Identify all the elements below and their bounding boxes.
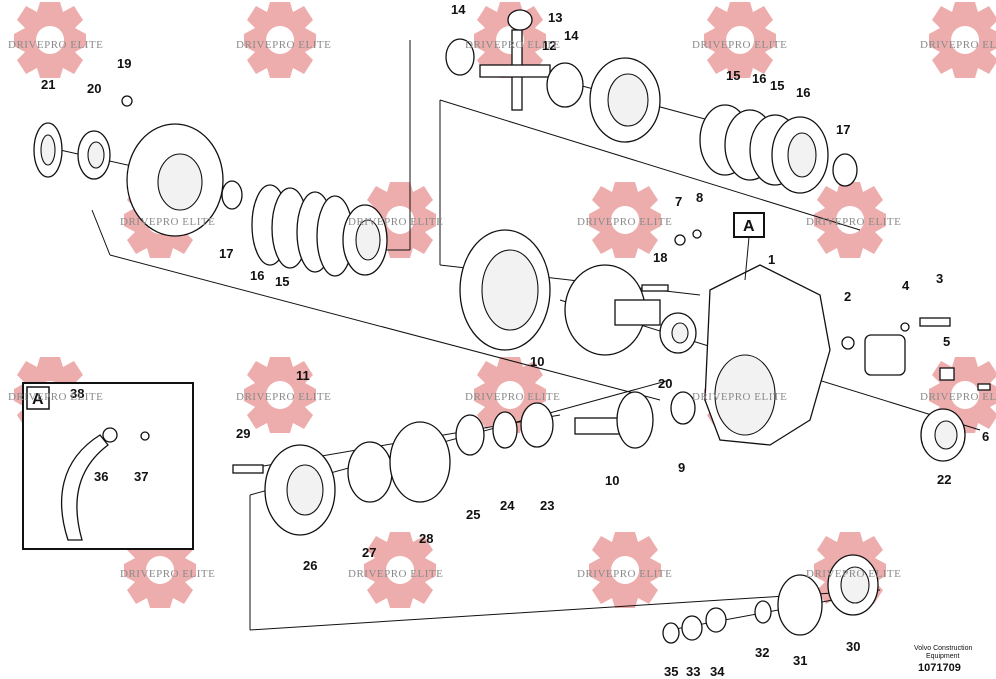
watermark-text: DRIVEPRO ELITE (465, 39, 560, 51)
callout-label: 31 (793, 653, 807, 668)
hub-bearing-group (33, 95, 388, 277)
callout-label: 38 (70, 386, 84, 401)
callout-label: 28 (419, 531, 433, 546)
callout-label: 21 (41, 77, 55, 92)
callout-label: 32 (755, 645, 769, 660)
callout-label: 20 (87, 81, 101, 96)
watermark-text: DRIVEPRO ELITE (348, 568, 443, 580)
watermark-text: DRIVEPRO ELITE (577, 568, 672, 580)
callout-label: 30 (846, 639, 860, 654)
callout-label: 29 (236, 426, 250, 441)
pinion-group (232, 391, 696, 536)
callout-label: 17 (219, 246, 233, 261)
watermark-text: DRIVEPRO ELITE (120, 568, 215, 580)
watermark-text: DRIVEPRO ELITE (465, 391, 560, 403)
watermark-text: DRIVEPRO ELITE (577, 216, 672, 228)
inset-letter: A (32, 391, 44, 408)
callout-label: 13 (548, 10, 562, 25)
watermark-text: DRIVEPRO ELITE (920, 39, 996, 51)
flange-group (662, 554, 879, 644)
axle-housing-group (704, 264, 991, 462)
callout-label: 37 (134, 469, 148, 484)
callout-label: 15 (726, 68, 740, 83)
callout-label: 17 (836, 122, 850, 137)
callout-label: 26 (303, 558, 317, 573)
callout-label: 15 (275, 274, 289, 289)
watermark-text: DRIVEPRO ELITE (8, 39, 103, 51)
callout-label: 19 (117, 56, 131, 71)
watermark-text-layer: DRIVEPRO ELITE DRIVEPRO ELITE DRIVEPRO E… (8, 39, 996, 580)
callout-label: 16 (752, 71, 766, 86)
watermark-text: DRIVEPRO ELITE (8, 391, 103, 403)
callout-label: 36 (94, 469, 108, 484)
callout-label: 4 (902, 278, 910, 293)
callout-label: 9 (678, 460, 685, 475)
callout-label: 34 (710, 664, 725, 679)
callout-label: 6 (982, 429, 989, 444)
callout-label: 33 (686, 664, 700, 679)
callout-label: 22 (937, 472, 951, 487)
watermark-text: DRIVEPRO ELITE (920, 391, 996, 403)
detail-a-inset: A (22, 382, 194, 550)
callout-label: 10 (605, 473, 619, 488)
doc-number: 1071709 (918, 662, 961, 674)
callout-label: 1 (768, 252, 775, 267)
callout-label: 24 (500, 498, 515, 513)
watermark-text: DRIVEPRO ELITE (120, 216, 215, 228)
callout-label: 20 (658, 376, 672, 391)
watermark-text: DRIVEPRO ELITE (806, 216, 901, 228)
callout-label: 18 (653, 250, 667, 265)
clutch-pack-group (699, 104, 858, 194)
callout-label: 27 (362, 545, 376, 560)
callout-label: 3 (936, 271, 943, 286)
callout-label: 12 (542, 38, 556, 53)
callout-label: 10 (530, 354, 544, 369)
differential-spider-group (445, 9, 661, 143)
callout-label: 23 (540, 498, 554, 513)
callout-label: 14 (564, 28, 579, 43)
watermark-text: DRIVEPRO ELITE (806, 568, 901, 580)
callout-labels: 1 2 3 4 5 6 7 8 9 10 10 11 12 13 14 14 1… (41, 2, 989, 679)
callout-label: 14 (451, 2, 466, 17)
view-letter: A (743, 218, 755, 235)
callout-label: 5 (943, 334, 950, 349)
callout-label: 16 (250, 268, 264, 283)
brand-line-1: Volvo Construction (914, 645, 972, 652)
watermark-text: DRIVEPRO ELITE (236, 39, 331, 51)
callout-label: 25 (466, 507, 480, 522)
watermark-text: DRIVEPRO ELITE (348, 216, 443, 228)
view-a-marker: A (733, 212, 765, 281)
callout-label: 2 (844, 289, 851, 304)
footer-block: Volvo Construction Equipment 1071709 (914, 645, 972, 674)
callout-label: 8 (696, 190, 703, 205)
callout-label: 11 (296, 368, 310, 383)
ring-gear-group (459, 229, 702, 356)
callout-label: 35 (664, 664, 678, 679)
callout-label: 7 (675, 194, 682, 209)
brand-line-2: Equipment (926, 653, 960, 660)
watermark-text: DRIVEPRO ELITE (236, 391, 331, 403)
callout-label: 15 (770, 78, 784, 93)
watermark-text: DRIVEPRO ELITE (692, 39, 787, 51)
callout-label: 16 (796, 85, 810, 100)
watermark-text: DRIVEPRO ELITE (692, 391, 787, 403)
